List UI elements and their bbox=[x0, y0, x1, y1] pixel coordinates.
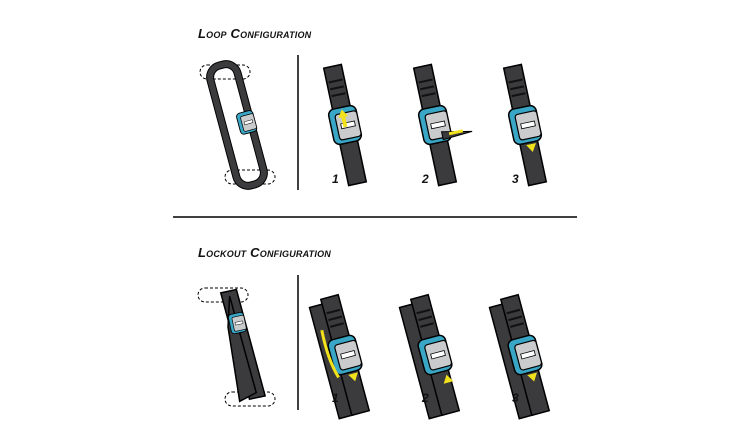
lockout-step-3-illustration bbox=[488, 293, 551, 420]
lockout-step-number: 1 bbox=[332, 391, 339, 405]
loop-step-2-illustration bbox=[412, 63, 473, 187]
loop-step-number: 1 bbox=[332, 172, 339, 186]
loop-configuration-title: Loop Configuration bbox=[198, 26, 312, 41]
lockout-configuration-title: Lockout Configuration bbox=[198, 245, 331, 260]
lockout-step-2-illustration bbox=[398, 293, 461, 420]
loop-step-number: 2 bbox=[422, 172, 429, 186]
lockout-step-number: 2 bbox=[422, 391, 429, 405]
loop-step-number: 3 bbox=[512, 172, 519, 186]
lockout-step-number: 3 bbox=[512, 391, 519, 405]
lockout-overview-illustration bbox=[197, 287, 276, 407]
loop-step-1-illustration bbox=[322, 63, 368, 187]
lockout-step-1-illustration bbox=[308, 293, 371, 420]
loop-overview-illustration bbox=[199, 60, 276, 190]
loop-step-3-illustration bbox=[502, 63, 548, 187]
